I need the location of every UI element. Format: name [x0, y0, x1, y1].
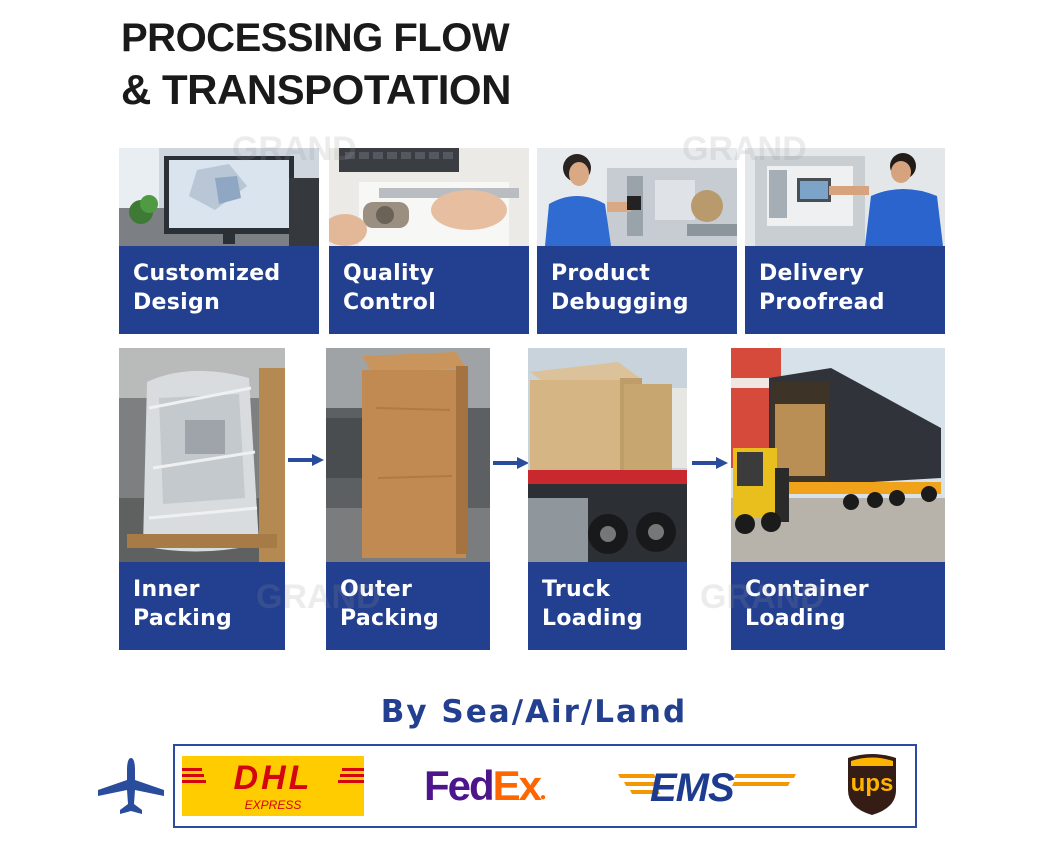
step-label-line-2: Debugging: [551, 290, 689, 315]
step-label-line-2: Packing: [133, 606, 233, 631]
step-label-line-1: Inner: [133, 577, 200, 602]
right-arrow-icon: [493, 457, 529, 469]
dhl-wordmark: DHL: [233, 759, 313, 797]
step-label-line-2: Control: [343, 290, 437, 315]
step-label: Inner Packing: [119, 562, 285, 650]
step-label-line-2: Proofread: [759, 290, 885, 315]
step-label-line-1: Customized: [133, 261, 281, 286]
shipping-heading: By Sea/Air/Land: [380, 694, 688, 730]
step-label: Product Debugging: [537, 246, 737, 334]
step-card-customized-design: Customized Design: [119, 148, 319, 334]
dhl-express-label: EXPRESS: [244, 798, 302, 812]
ems-wordmark: EMS: [650, 766, 735, 810]
step-card-truck-loading: Truck Loading: [528, 348, 687, 650]
step-label: Outer Packing: [326, 562, 490, 650]
delivery-proofread-photo: [745, 148, 945, 246]
right-arrow-icon: [288, 454, 324, 466]
fedex-ex-text: Ex: [492, 762, 542, 809]
fedex-logo: FedEx●: [424, 762, 546, 810]
step-label: Delivery Proofread: [745, 246, 945, 334]
step-label-line-1: Outer: [340, 577, 413, 602]
step-label-line-1: Delivery: [759, 261, 865, 286]
inner-packing-photo: [119, 348, 285, 562]
step-label: Quality Control: [329, 246, 529, 334]
right-arrow-icon: [692, 457, 728, 469]
ems-logo: EMS: [618, 766, 798, 812]
ups-logo: ups: [846, 752, 898, 816]
outer-packing-photo: [326, 348, 490, 562]
step-label: Container Loading: [731, 562, 945, 650]
step-card-product-debugging: Product Debugging: [537, 148, 737, 334]
step-label-line-2: Loading: [542, 606, 643, 631]
step-label-line-1: Product: [551, 261, 651, 286]
container-loading-photo: [731, 348, 945, 562]
step-label-line-1: Truck: [542, 577, 611, 602]
step-label: Customized Design: [119, 246, 319, 334]
page-title-line-2: & TRANSPOTATION: [121, 66, 511, 113]
step-card-container-loading: Container Loading: [731, 348, 945, 650]
step-label-line-1: Container: [745, 577, 869, 602]
truck-loading-photo: [528, 348, 687, 562]
step-card-quality-control: Quality Control: [329, 148, 529, 334]
quality-inspection-photo: [329, 148, 529, 246]
product-debugging-photo: [537, 148, 737, 246]
airplane-icon: [98, 758, 164, 814]
step-label-line-2: Loading: [745, 606, 846, 631]
step-card-outer-packing: Outer Packing: [326, 348, 490, 650]
step-card-delivery-proofread: Delivery Proofread: [745, 148, 945, 334]
step-label-line-1: Quality: [343, 261, 435, 286]
design-workstation-photo: [119, 148, 319, 246]
step-label-line-2: Packing: [340, 606, 440, 631]
ups-wordmark: ups: [850, 770, 894, 797]
step-label-line-2: Design: [133, 290, 221, 315]
page-title-line-1: PROCESSING FLOW: [121, 16, 510, 60]
dhl-logo: DHL EXPRESS: [182, 756, 364, 816]
registered-icon: ●: [540, 792, 547, 803]
fedex-fed-text: Fed: [424, 762, 495, 809]
step-label: Truck Loading: [528, 562, 687, 650]
step-card-inner-packing: Inner Packing: [119, 348, 285, 650]
